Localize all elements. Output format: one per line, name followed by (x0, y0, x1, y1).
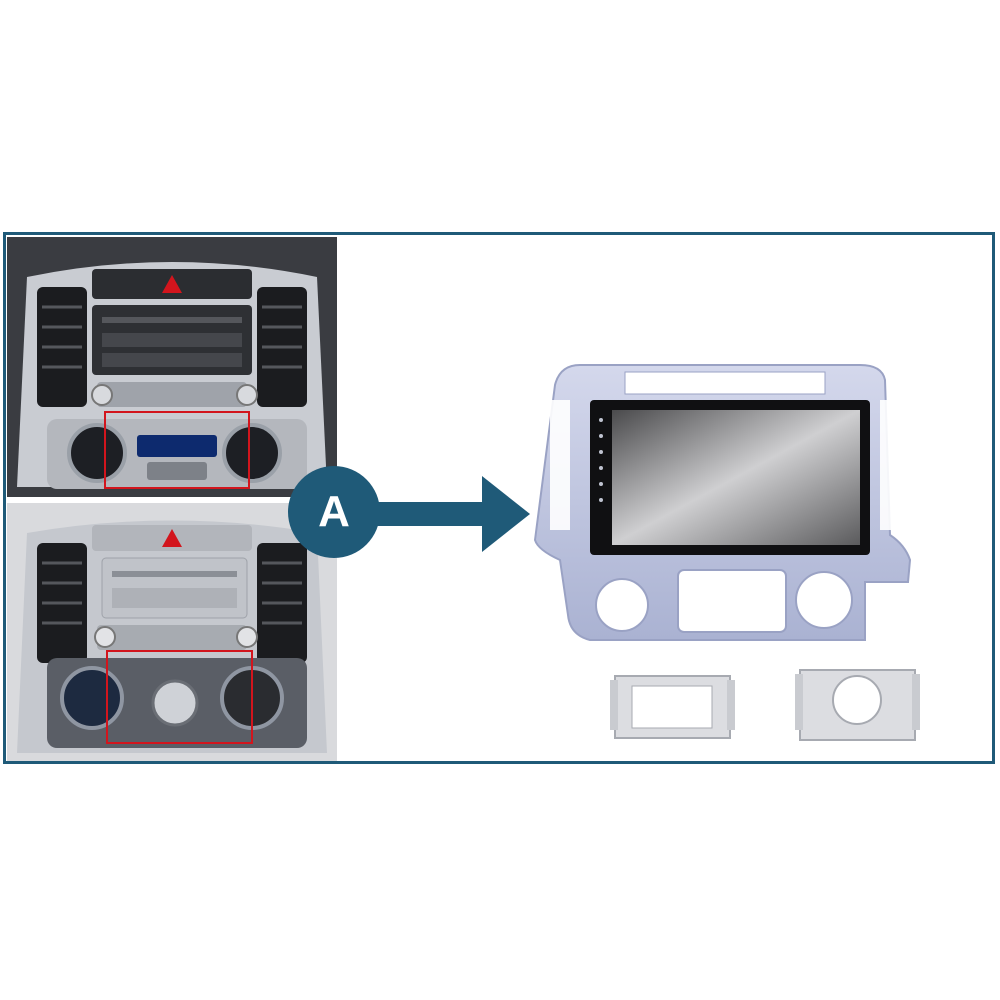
arrow-right-icon (370, 474, 530, 558)
adapter-part-round (795, 660, 920, 749)
product-frame-image (530, 360, 920, 754)
adapter-part-rectangular (610, 668, 735, 747)
dashboard-photo-top (7, 237, 337, 497)
step-badge-label: A (318, 487, 350, 536)
step-badge: A (288, 466, 380, 558)
dashboard-photo-bottom (7, 503, 337, 761)
